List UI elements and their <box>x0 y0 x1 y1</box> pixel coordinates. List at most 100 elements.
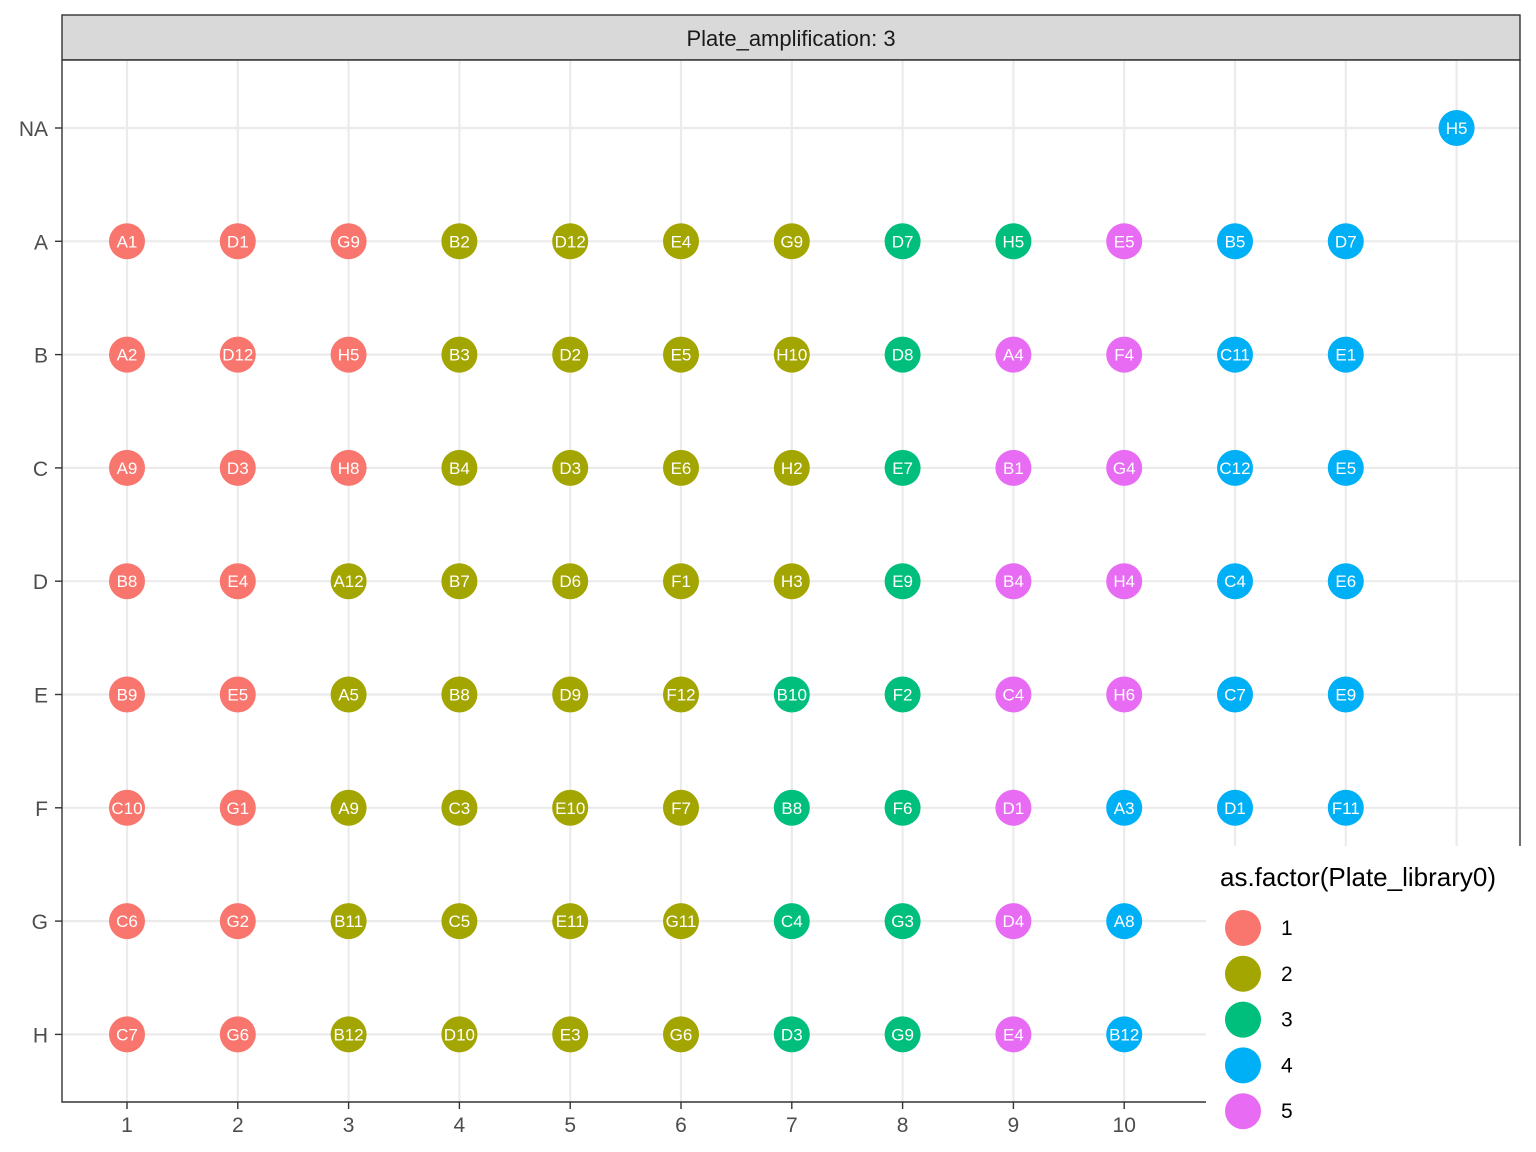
point-label: E4 <box>671 232 692 251</box>
point-marker <box>1327 336 1364 373</box>
point-label: H5 <box>338 346 360 365</box>
x-tick-label: 5 <box>564 1114 576 1137</box>
point-label: C10 <box>111 799 142 818</box>
point-marker <box>884 1016 921 1053</box>
point-marker <box>552 676 589 713</box>
point: G11 <box>663 903 699 940</box>
point-marker <box>1217 223 1253 260</box>
point-label: G3 <box>891 912 914 931</box>
point: B8 <box>773 789 810 826</box>
x-tick-label: 6 <box>675 1114 687 1137</box>
point-marker <box>330 449 367 486</box>
y-tick-label: F <box>35 798 48 821</box>
point: G1 <box>219 789 256 826</box>
point-marker <box>1327 563 1364 600</box>
point-label: F1 <box>671 572 691 591</box>
point-label: B5 <box>1225 232 1246 251</box>
point-label: D7 <box>892 232 914 251</box>
point: D8 <box>884 336 921 373</box>
point-label: A12 <box>333 572 363 591</box>
point-label: A9 <box>117 459 138 478</box>
y-tick-label: A <box>34 231 48 254</box>
point: D12 <box>219 336 256 373</box>
point-label: A4 <box>1003 346 1024 365</box>
point-marker <box>663 223 699 260</box>
point-marker <box>884 676 921 713</box>
point: B8 <box>441 676 478 713</box>
point: D3 <box>552 449 589 486</box>
point: B12 <box>1106 1016 1143 1053</box>
y-tick-label: D <box>33 571 48 594</box>
point: A8 <box>1106 903 1143 940</box>
point: E6 <box>1327 563 1364 600</box>
point: C5 <box>441 903 478 940</box>
point-marker <box>663 903 699 940</box>
point-label: E3 <box>560 1025 581 1044</box>
point: G2 <box>219 903 256 940</box>
point: B3 <box>441 336 478 373</box>
point: B2 <box>441 223 478 260</box>
x-tick-label: 4 <box>454 1114 466 1137</box>
point-label: F4 <box>1114 346 1134 365</box>
point-label: H5 <box>1446 119 1468 138</box>
point-marker <box>995 563 1032 600</box>
point-label: G6 <box>226 1025 249 1044</box>
point-label: E9 <box>892 572 913 591</box>
point: E11 <box>552 903 589 940</box>
point-marker <box>441 223 478 260</box>
point-marker <box>1217 449 1253 486</box>
x-tick-label: 9 <box>1008 1114 1020 1137</box>
point: A5 <box>330 676 367 713</box>
point-label: E4 <box>1003 1025 1024 1044</box>
point: B1 <box>995 449 1032 486</box>
point-marker <box>663 1016 699 1053</box>
point-label: E10 <box>555 799 585 818</box>
point: D1 <box>1217 789 1253 826</box>
point-label: B11 <box>334 912 363 931</box>
point: A1 <box>109 223 145 260</box>
point-marker <box>663 789 699 826</box>
point-marker <box>552 449 589 486</box>
point: D10 <box>441 1016 478 1053</box>
point: E5 <box>663 336 699 373</box>
point-marker <box>1106 563 1143 600</box>
point-marker <box>552 563 589 600</box>
point: C11 <box>1217 336 1253 373</box>
x-tick-label: 2 <box>232 1114 244 1137</box>
point-marker <box>441 676 478 713</box>
x-tick-label: 7 <box>786 1114 798 1137</box>
legend-entry: 2 <box>1225 955 1293 992</box>
point-label: B8 <box>781 799 802 818</box>
point-label: D2 <box>559 346 581 365</box>
point-marker <box>884 789 921 826</box>
point: B10 <box>773 676 810 713</box>
point: C7 <box>109 1016 145 1053</box>
point: C12 <box>1217 449 1253 486</box>
point-marker <box>552 1016 589 1053</box>
point-marker <box>884 449 921 486</box>
point-label: F7 <box>671 799 691 818</box>
panel-border <box>61 59 1521 1103</box>
point: B11 <box>330 903 367 940</box>
point: C10 <box>109 789 145 826</box>
point-label: D10 <box>444 1025 475 1044</box>
point: A9 <box>330 789 367 826</box>
point: E9 <box>1327 676 1364 713</box>
point: B9 <box>109 676 145 713</box>
point-marker <box>884 336 921 373</box>
point-marker <box>441 336 478 373</box>
point-marker <box>219 1016 256 1053</box>
point-label: G9 <box>891 1025 914 1044</box>
point-label: A2 <box>117 346 138 365</box>
facet-strip-label: Plate_amplification: 3 <box>686 26 895 51</box>
point-marker <box>773 223 810 260</box>
point-marker <box>773 789 810 826</box>
point: D6 <box>552 563 589 600</box>
point-marker <box>109 1016 145 1053</box>
legend-label: 4 <box>1281 1054 1293 1077</box>
point-label: C4 <box>1003 686 1025 705</box>
point: B7 <box>441 563 478 600</box>
point: D2 <box>552 336 589 373</box>
